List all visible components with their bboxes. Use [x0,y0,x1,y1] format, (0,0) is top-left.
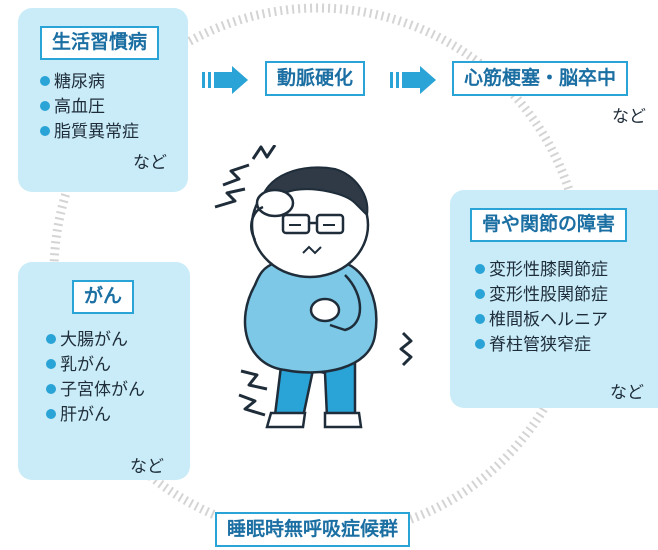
bullet-dot-icon [46,359,56,369]
list-item-label: 高血圧 [54,97,105,117]
arrow-right-icon [202,66,248,94]
list-item-label: 大腸がん [60,330,128,350]
cancer-list: 大腸がん 乳がん 子宮体がん 肝がん [46,328,145,428]
bullet-dot-icon [40,101,50,111]
cancer-card: がん 大腸がん 乳がん 子宮体がん 肝がん など [18,262,190,480]
lifestyle-disease-list: 糖尿病 高血圧 脂質異常症 [40,70,139,145]
list-item: 脊柱管狭窄症 [475,333,608,358]
bullet-dot-icon [475,264,485,274]
bullet-dot-icon [40,76,50,86]
list-item-label: 椎間板ヘルニア [489,310,608,330]
bone-joint-title: 骨や関節の障害 [470,208,628,242]
bullet-dot-icon [46,334,56,344]
lifestyle-disease-card: 生活習慣病 糖尿病 高血圧 脂質異常症 など [18,8,188,192]
arrow-right-icon [390,66,436,94]
list-item: 大腸がん [46,328,145,353]
bullet-dot-icon [475,314,485,324]
sleep-apnea-box: 睡眠時無呼吸症候群 [215,512,411,547]
list-item-label: 子宮体がん [60,380,145,400]
bullet-dot-icon [46,384,56,394]
list-item: 変形性股関節症 [475,283,608,308]
bullet-dot-icon [46,409,56,419]
list-item-label: 変形性股関節症 [489,285,608,305]
lifestyle-etc: など [133,153,167,173]
list-item: 脂質異常症 [40,120,139,145]
list-item-label: 乳がん [60,355,111,375]
heart-brain-box: 心筋梗塞・脳卒中 [452,61,629,96]
list-item: 乳がん [46,353,145,378]
lifestyle-disease-title: 生活習慣病 [40,26,160,60]
cancer-etc: など [130,457,164,477]
overweight-man-illustration [214,145,413,429]
bone-joint-card: 骨や関節の障害 変形性膝関節症 変形性股関節症 椎間板ヘルニア 脊柱管狭窄症 な… [450,190,658,408]
list-item-label: 脊柱管狭窄症 [489,335,591,355]
heart-brain-etc: など [612,107,646,127]
list-item: 高血圧 [40,95,139,120]
list-item: 糖尿病 [40,70,139,95]
list-item: 椎間板ヘルニア [475,308,608,333]
bullet-dot-icon [475,289,485,299]
bullet-dot-icon [40,126,50,136]
list-item-label: 肝がん [60,405,111,425]
list-item-label: 変形性膝関節症 [489,260,608,280]
cancer-title: がん [72,280,135,314]
bone-joint-etc: など [610,383,644,403]
bone-joint-list: 変形性膝関節症 変形性股関節症 椎間板ヘルニア 脊柱管狭窄症 [475,258,608,358]
list-item-label: 糖尿病 [54,72,105,92]
atherosclerosis-box: 動脈硬化 [265,61,366,96]
list-item-label: 脂質異常症 [54,122,139,142]
list-item: 子宮体がん [46,378,145,403]
list-item: 変形性膝関節症 [475,258,608,283]
pain-zigzag-icon [214,145,413,417]
list-item: 肝がん [46,403,145,428]
bullet-dot-icon [475,339,485,349]
